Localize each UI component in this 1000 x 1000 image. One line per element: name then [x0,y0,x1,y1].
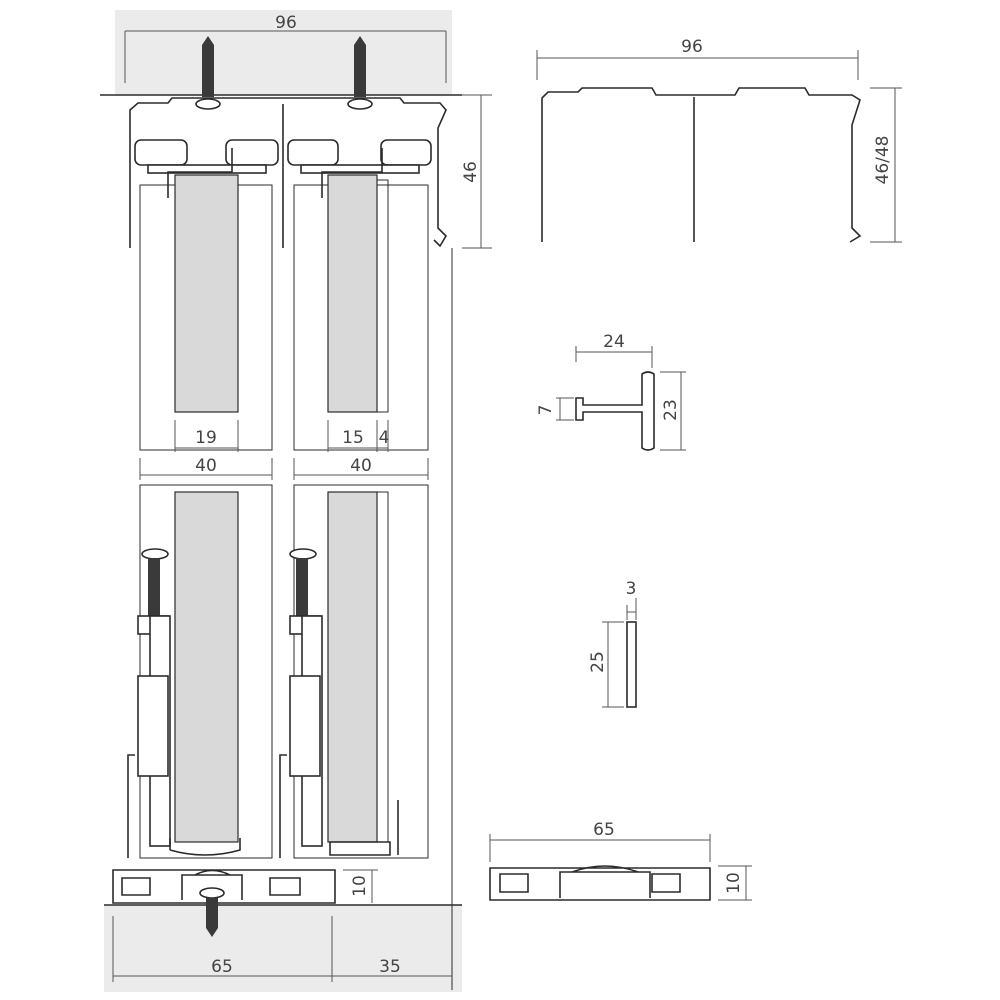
screw-icon [347,36,373,110]
glass-seal-left [169,838,241,856]
dim-top-height: 46 [461,94,492,249]
glass-panel-right [327,174,378,413]
bottom-guide-left [127,548,171,858]
dim-profile-height: 46/48 [870,87,902,243]
label-glass-right: 15 [342,428,364,448]
bottom-guide-right [279,548,323,858]
label-glass-left: 19 [195,428,217,448]
ceiling-block [115,10,452,95]
label-t-width: 24 [603,332,625,352]
label-strip-height: 25 [588,651,608,673]
dim-top-width: 96 [124,13,447,83]
label-t-flange: 7 [536,405,556,416]
bottom-track-section [112,869,336,904]
glass-seal-right [329,800,399,856]
label-profile-width: 96 [681,37,703,57]
dim-profile-width: 96 [536,37,859,80]
label-t-height: 23 [661,399,681,421]
top-track-section [129,97,448,248]
floor-block [104,905,462,992]
dim-t-flange: 7 [536,397,574,421]
dim-glass-left: 19 [174,420,239,452]
strip-profile [626,621,637,708]
label-side-gap: 35 [379,957,401,977]
screw-icon [199,887,225,937]
dim-strip-height: 25 [588,621,624,708]
label-bottom-profile-height: 10 [724,872,744,894]
glass-panel-left [174,174,239,413]
label-bottom-profile-width: 65 [593,820,615,840]
dim-frame-left: 40 [139,456,273,480]
glass-layer [376,491,389,843]
hanger-bracket [167,148,233,198]
glass-panel-right-lower [327,491,378,843]
dim-t-height: 23 [660,371,686,451]
door-frame-right-lower [293,484,429,859]
label-frame-left: 40 [195,456,217,476]
screw-icon [195,36,221,110]
dim-frame-right: 40 [293,456,429,480]
label-top-width: 96 [275,13,297,33]
dim-bottom-profile-height: 10 [718,865,752,901]
label-glass-extra: 4 [379,428,390,448]
dim-strip-thickness: 3 [626,579,637,620]
hanger-bracket [321,148,383,198]
glass-layer [376,179,389,413]
label-frame-right: 40 [350,456,372,476]
top-profile [541,87,862,243]
roller [225,139,279,166]
label-strip-thickness: 3 [626,579,637,599]
dim-bottom-width: 65 35 [112,916,452,982]
carriage-plate [300,164,420,174]
bottom-profile [489,865,711,901]
roller [287,139,339,166]
glass-panel-left-lower [174,491,239,843]
t-profile [575,371,655,451]
label-bottom-height: 10 [350,875,370,897]
dim-t-width: 24 [575,332,653,368]
door-frame-left-lower [139,484,273,859]
roller [380,139,432,166]
carriage-plate [147,164,267,174]
roller [134,139,188,166]
dim-bottom-profile-width: 65 [489,820,711,862]
label-top-height: 46 [461,161,481,183]
dim-bottom-height: 10 [343,869,378,903]
label-bottom-width: 65 [211,957,233,977]
dim-glass-right: 15 4 [327,420,390,452]
label-profile-height: 46/48 [873,136,893,185]
